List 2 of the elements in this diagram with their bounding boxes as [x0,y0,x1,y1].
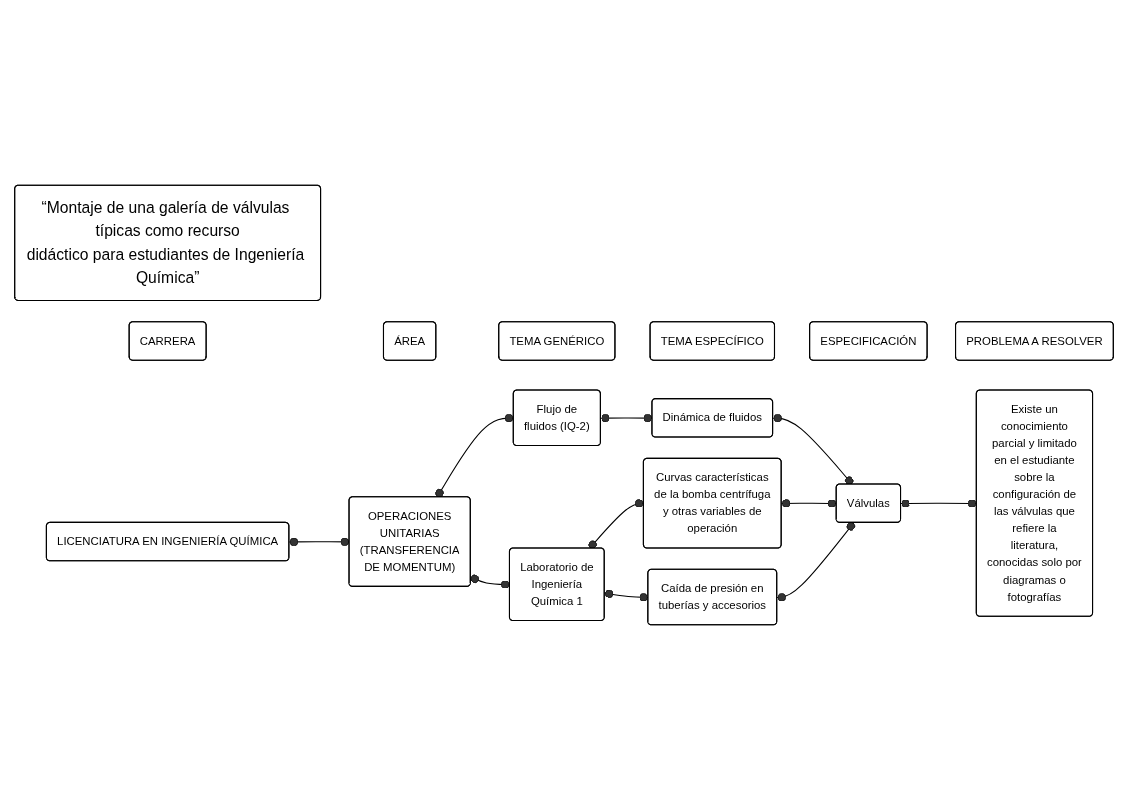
connector [776,522,856,602]
connector [288,537,350,547]
